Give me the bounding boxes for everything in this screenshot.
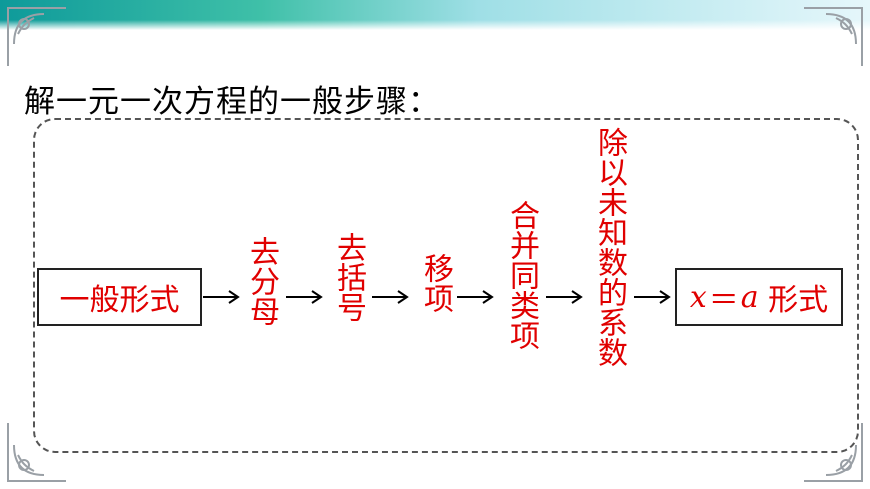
start-label: 一般形式 xyxy=(59,283,180,318)
result-variable: x xyxy=(689,279,707,315)
result-equals: ＝ xyxy=(708,283,739,318)
right-arrow-icon xyxy=(546,287,584,307)
step-transpose: 移项 xyxy=(418,253,453,313)
flow-frame xyxy=(33,118,859,453)
floral-corner-icon xyxy=(800,4,866,70)
step-divide-coefficient: 除以未知数的系数 xyxy=(592,127,627,367)
page-title: 解一元一次方程的一般步骤： xyxy=(24,84,440,120)
floral-corner-icon xyxy=(4,419,70,485)
step-remove-denominators: 去分母 xyxy=(244,236,279,326)
top-banner xyxy=(0,0,870,30)
result-constant: a xyxy=(740,279,759,315)
floral-corner-icon xyxy=(800,419,866,485)
start-box: 一般形式 xyxy=(37,268,202,326)
step-remove-brackets: 去括号 xyxy=(331,232,366,322)
result-suffix: 形式 xyxy=(758,283,829,318)
right-arrow-icon xyxy=(372,287,410,307)
right-arrow-icon xyxy=(203,287,241,307)
result-box: x ＝ a 形式 xyxy=(675,268,843,326)
floral-corner-icon xyxy=(4,4,70,70)
right-arrow-icon xyxy=(286,287,324,307)
right-arrow-icon xyxy=(634,287,672,307)
step-combine-like-terms: 合并同类项 xyxy=(504,200,539,350)
right-arrow-icon xyxy=(457,287,495,307)
